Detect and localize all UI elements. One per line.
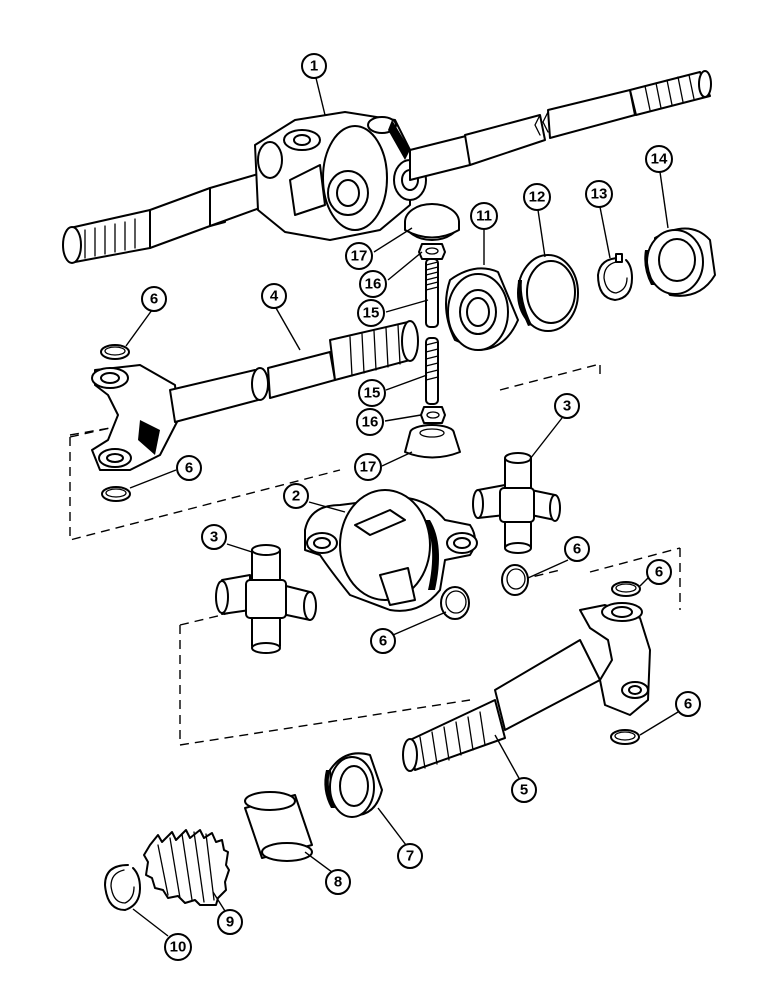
part-9-gear (143, 829, 230, 906)
part-12-seal-ring (517, 254, 579, 332)
callout-6-f-label: 6 (684, 696, 692, 713)
part-14-oil-seal (644, 227, 716, 297)
callout-4: 4 (261, 283, 287, 309)
part-6-ring-a (100, 344, 130, 360)
callout-6-d: 6 (370, 628, 396, 654)
callout-11-label: 11 (476, 208, 492, 225)
part-3-u-joint-upper (472, 452, 561, 554)
callout-6-f: 6 (675, 691, 701, 717)
callout-3-upper-label: 3 (563, 398, 571, 415)
callout-17-lower-label: 17 (360, 459, 377, 476)
callout-6-d-label: 6 (379, 633, 387, 650)
callout-9-label: 9 (226, 914, 234, 931)
part-8-bushing (244, 791, 313, 862)
callout-5-label: 5 (520, 782, 528, 799)
part-4-inner-axle-shaft (91, 320, 419, 471)
callout-15-upper-label: 15 (363, 305, 380, 322)
callout-6-c-label: 6 (573, 541, 581, 558)
part-6-ring-d (501, 564, 529, 596)
callout-8-label: 8 (334, 874, 342, 891)
callout-6-c: 6 (564, 536, 590, 562)
callout-13: 13 (585, 180, 613, 208)
callout-17-upper-label: 17 (351, 248, 368, 265)
callout-8: 8 (325, 869, 351, 895)
callout-17-lower: 17 (354, 453, 382, 481)
part-17-cap-lower (404, 424, 461, 459)
callout-6-e-label: 6 (655, 564, 663, 581)
part-3-u-joint-lower (215, 544, 317, 654)
callout-3-lower: 3 (201, 524, 227, 550)
callout-2: 2 (283, 483, 309, 509)
callout-6-a-label: 6 (150, 291, 158, 308)
callout-12-label: 12 (529, 189, 546, 206)
callout-6-e: 6 (646, 559, 672, 585)
upper-assembly-boundary-path (69, 363, 601, 541)
callout-14-label: 14 (651, 151, 668, 168)
callout-16-upper-label: 16 (365, 276, 382, 293)
part-6-ring-b (101, 486, 131, 502)
callout-6-a: 6 (141, 286, 167, 312)
callout-5: 5 (511, 777, 537, 803)
callout-10-label: 10 (170, 939, 187, 956)
callout-15-lower: 15 (358, 379, 386, 407)
part-1-axle-shaft-assembly (62, 70, 712, 264)
part-6-ring-c (440, 586, 470, 620)
callout-7: 7 (397, 843, 423, 869)
part-7-seal (324, 752, 383, 818)
callout-9: 9 (217, 909, 243, 935)
callout-6-b: 6 (176, 455, 202, 481)
part-15-stud-upper (425, 258, 439, 328)
callout-11: 11 (470, 202, 498, 230)
callout-15-lower-label: 15 (364, 385, 381, 402)
callout-16-lower: 16 (356, 408, 384, 436)
callout-2-label: 2 (292, 488, 300, 505)
callout-10: 10 (164, 933, 192, 961)
part-17-cap-upper (404, 203, 460, 241)
part-5-stub-shaft (402, 602, 651, 772)
callout-3-upper: 3 (554, 393, 580, 419)
callout-12: 12 (523, 183, 551, 211)
leader-lines (125, 77, 679, 937)
part-13-snap-ring (597, 253, 633, 301)
part-10-snap-ring (104, 864, 141, 911)
callout-13-label: 13 (591, 186, 608, 203)
part-2-center-housing (304, 489, 478, 612)
lower-assembly-boundary-path (179, 547, 681, 746)
callout-17-upper: 17 (345, 242, 373, 270)
part-6-ring-e (611, 581, 641, 597)
callout-3-lower-label: 3 (210, 529, 218, 546)
callout-14: 14 (645, 145, 673, 173)
callout-1-label: 1 (310, 58, 318, 75)
part-11-bearing (445, 267, 519, 351)
part-15-stud-lower (425, 337, 439, 405)
callout-15-upper: 15 (357, 299, 385, 327)
callout-7-label: 7 (406, 848, 414, 865)
part-16-nut-upper (418, 243, 446, 260)
part-16-nut-lower (420, 406, 446, 424)
callout-16-lower-label: 16 (362, 414, 379, 431)
callout-6-b-label: 6 (185, 460, 193, 477)
callout-1: 1 (301, 53, 327, 79)
callout-4-label: 4 (270, 288, 279, 305)
callout-16-upper: 16 (359, 270, 387, 298)
part-6-ring-f (610, 729, 640, 745)
